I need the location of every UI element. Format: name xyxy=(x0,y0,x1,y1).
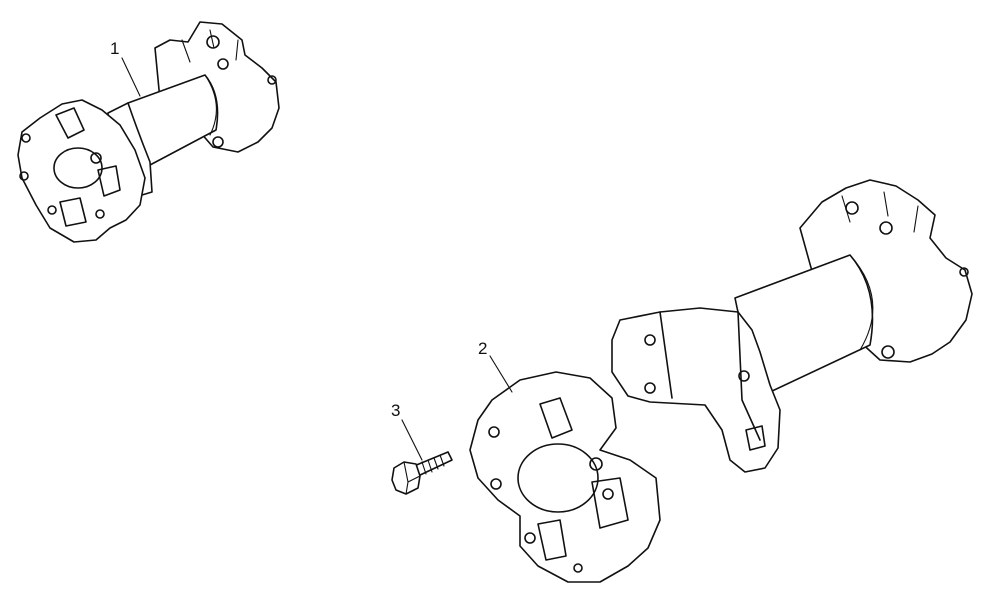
callout-1: 1 xyxy=(110,39,141,97)
assembled-drive-shaft-icon xyxy=(17,21,280,243)
callout-2-leader xyxy=(489,355,513,393)
callout-1-leader xyxy=(121,57,141,97)
callout-1-label: 1 xyxy=(110,39,119,58)
callout-3: 3 xyxy=(391,401,423,461)
callout-2: 2 xyxy=(478,339,513,393)
callout-2-label: 2 xyxy=(478,339,487,358)
universal-joint-spider-icon xyxy=(469,371,661,583)
callout-3-label: 3 xyxy=(391,401,400,420)
shaft-yoke-icon xyxy=(611,179,973,473)
callout-3-leader xyxy=(401,419,423,461)
bolt-icon xyxy=(391,451,453,495)
